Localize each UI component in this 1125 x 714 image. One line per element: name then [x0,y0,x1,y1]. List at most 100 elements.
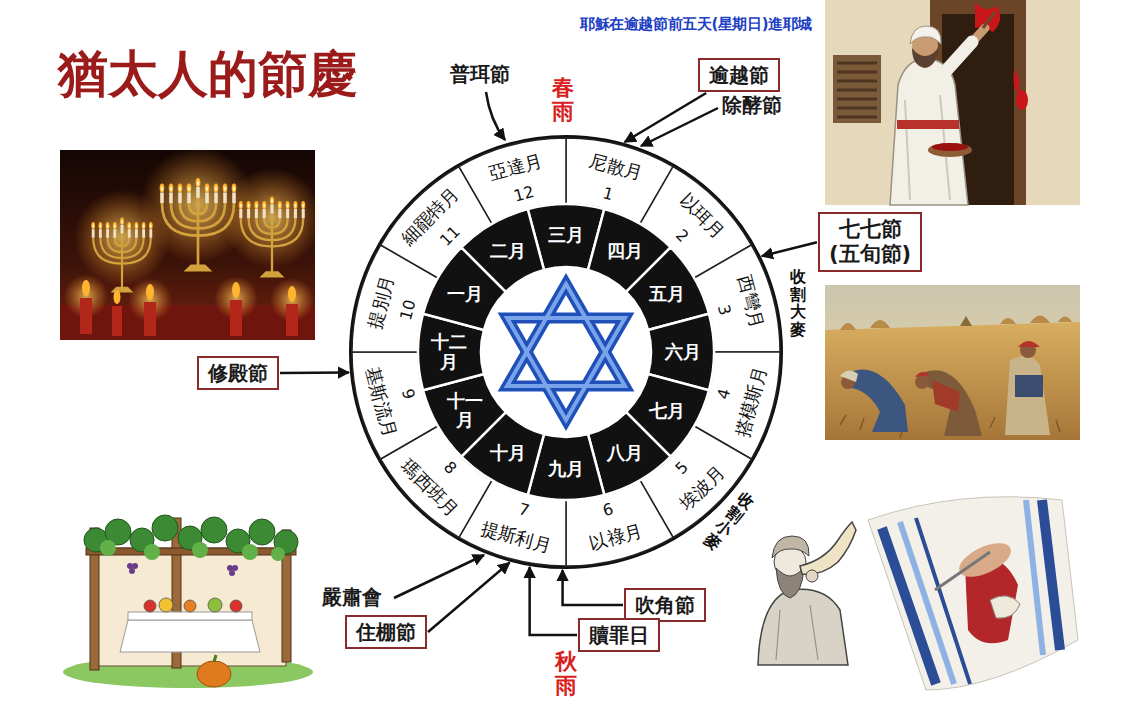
passover-door-painting-part [833,55,881,123]
festival-box: 七七節 (五旬節) [818,212,922,272]
festival-arrow [280,371,349,374]
harvest-painting-part [922,370,982,436]
harvest-painting-part [915,375,929,389]
festival-name: 修殿節 [208,361,268,385]
passover-door-painting-part [983,12,995,28]
civil-month-name: 四月 [607,241,643,261]
sukkah-drawing-part [197,661,231,687]
passover-door-painting-part [890,58,968,205]
menorah-photo-part [80,298,298,336]
harvest-painting-part [1005,356,1050,435]
menorah-photo-part-part [82,280,90,296]
menorah-photo-part [82,280,296,304]
sukkah-drawing-part-part [242,544,258,560]
menorah-photo-part-part [114,290,121,304]
passover-door-painting-part [912,48,938,68]
sukkah-drawing-part-part [129,568,135,574]
civil-month-name: 三月 [548,225,584,245]
passover-door-painting-part [897,120,959,129]
menorah-photo-part-part [230,300,242,336]
menorah-photo-part-part [286,304,298,336]
passover-door-painting-part [928,143,972,157]
calendar-wheel-base [351,137,782,568]
civil-month-name: 九月 [548,459,584,479]
sukkah-drawing-part-part [152,515,178,541]
civil-month-name: 十月 [490,443,526,463]
harvest-painting-part [825,322,1080,440]
tallit-drawing-part [990,596,1020,618]
menorah-photo-part-part [232,282,240,298]
passover-door-painting-part [945,28,985,72]
star-of-david-part [507,284,625,386]
festival-name: 住棚節 [356,620,416,644]
civil-month-name: 十二月 [429,332,469,372]
menorah-photo-part-part [80,298,92,334]
civil-month-name: 八月 [607,443,643,463]
star-of-david-part [507,318,625,420]
page-title: 猶太人的節慶 [58,46,358,104]
shofar-blower-sketch-part [758,589,848,665]
menorah-photo-part [160,178,237,272]
leader-arrows-part [394,555,484,598]
sector-outline [461,209,544,292]
tallit-drawing-part [868,497,1078,690]
sukkah-drawing-part-part [184,600,196,612]
sukkah-drawing-part-part [144,600,156,612]
harvest-label: 收割大麥 [790,268,806,338]
shofar-blower-sketch-part [776,605,818,660]
passover-door-painting-part [1016,90,1028,110]
calendar-wheel-base-part [351,137,782,568]
festival-arrow [428,563,510,632]
star-of-david-part [507,284,625,386]
sukkah-drawing-part [127,563,238,576]
sukkah-drawing-part-part [271,547,285,561]
sukkah-drawing-part-part [100,540,116,556]
shofar-blower-sketch-part [776,568,804,598]
festival-box: 住棚節 [345,615,427,649]
sukkah-drawing-part [144,598,242,612]
festival-box: 修殿節 [197,356,279,390]
festival-arrow [762,242,817,256]
civil-month-sector: 二月 [459,207,547,294]
sukkah-drawing-part [100,540,285,561]
sukkah-drawing-part [214,655,216,662]
sukkah-drawing-part-part [249,519,275,545]
passover-door-painting [825,0,1080,205]
menorah-photo [60,147,322,340]
passover-door-painting-part [910,26,941,44]
shofar-blower-sketch [758,522,856,665]
shofar-blower-sketch-part [772,536,809,558]
menorah-photo-part-part [144,302,156,336]
festival-arrow [563,570,623,605]
harvest-painting-part [840,370,858,382]
festival-name: 吹角節 [635,593,695,617]
harvest-painting-part [960,316,972,326]
festival-label: 除酵節 [722,94,782,117]
harvest-painting-part [825,285,1080,440]
passover-door-painting-part [932,143,968,151]
festival-box: 逾越節 [698,58,780,92]
festival-box: 贖罪日 [578,618,660,652]
festival-label: 嚴肅會 [322,586,382,609]
menorah-photo-part-part [146,284,154,300]
leader-arrows-part [486,92,505,140]
sukkah-drawing-part-part [144,544,160,560]
sukkah-drawing-part [96,548,286,666]
menorah-photo-part [239,196,305,277]
tallit-drawing-part [1026,500,1043,655]
tallit-drawing-part [935,552,990,590]
sukkah-drawing-part-part [192,542,208,558]
menorah-photo-part-part [112,306,122,336]
festival-box: 吹角節 [624,588,706,622]
sukkah-drawing-part-part [230,600,242,612]
sukkah-drawing-part [120,620,260,652]
festival-label: 普珥節 [450,63,510,86]
festival-arrow [625,93,707,142]
sukkah-drawing-part-part [132,563,138,569]
shofar-blower-sketch-part [806,570,818,582]
sukkah-drawing-part [84,515,298,554]
sukkah-drawing-part-part [201,517,227,543]
civil-month-name: 二月 [490,241,526,261]
harvest-painting-part [1018,341,1040,347]
